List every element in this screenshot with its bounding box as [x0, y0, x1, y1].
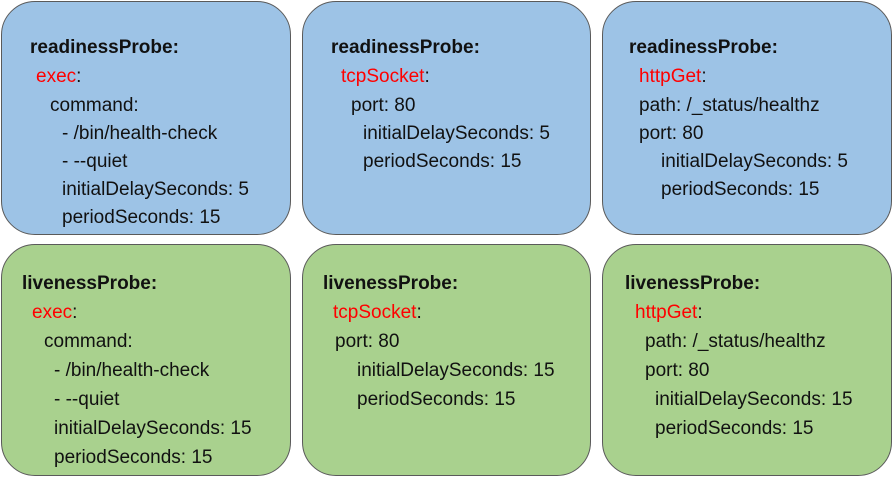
- probe-type: httpGet: [639, 66, 702, 87]
- probe-line: - --quiet: [62, 151, 128, 172]
- probe-line: path: /_status/healthz: [639, 95, 820, 116]
- probe-line: periodSeconds: 15: [363, 151, 522, 172]
- probe-header: readinessProbe:: [629, 37, 778, 58]
- probe-line: command:: [44, 331, 133, 352]
- probe-line: port: 80: [335, 331, 400, 352]
- probe-type: tcpSocket: [333, 302, 417, 323]
- probe-line: - /bin/health-check: [54, 360, 210, 381]
- probe-line: periodSeconds: 15: [661, 179, 820, 200]
- readiness-tcpsocket-card: readinessProbe: tcpSocket: port: 80 init…: [302, 1, 591, 235]
- probe-header: livenessProbe:: [625, 273, 761, 294]
- liveness-tcpsocket-card: livenessProbe: tcpSocket: port: 80 initi…: [302, 244, 591, 476]
- probe-type: httpGet: [635, 302, 698, 323]
- probe-line: initialDelaySeconds: 15: [357, 360, 555, 381]
- probe-line: port: 80: [645, 360, 710, 381]
- probe-line: port: 80: [639, 123, 704, 144]
- probe-line: initialDelaySeconds: 5: [363, 123, 550, 144]
- probe-line: periodSeconds: 15: [62, 207, 221, 228]
- probe-type-line: httpGet:: [639, 66, 707, 87]
- probe-line: initialDelaySeconds: 5: [62, 179, 249, 200]
- probe-type-line: exec:: [36, 66, 82, 87]
- probe-header: livenessProbe:: [22, 273, 158, 294]
- probe-line: command:: [50, 95, 139, 116]
- probe-line: port: 80: [351, 95, 416, 116]
- probe-line: initialDelaySeconds: 15: [655, 389, 853, 410]
- probe-type-line: httpGet:: [635, 302, 703, 323]
- probe-line: periodSeconds: 15: [655, 418, 814, 439]
- readiness-exec-card: readinessProbe: exec: command: - /bin/he…: [1, 1, 291, 235]
- probe-type: exec: [36, 66, 77, 87]
- readiness-httpget-card: readinessProbe: httpGet: path: /_status/…: [602, 1, 892, 235]
- probe-line: - --quiet: [54, 389, 120, 410]
- probe-type-line: tcpSocket:: [341, 66, 430, 87]
- probe-line: periodSeconds: 15: [54, 447, 213, 468]
- probe-header: readinessProbe:: [331, 37, 480, 58]
- probe-line: initialDelaySeconds: 15: [54, 418, 252, 439]
- probe-line: initialDelaySeconds: 5: [661, 151, 848, 172]
- probe-type: exec: [32, 302, 73, 323]
- liveness-httpget-card: livenessProbe: httpGet: path: /_status/h…: [602, 244, 892, 476]
- probe-line: path: /_status/healthz: [645, 331, 826, 352]
- probe-line: - /bin/health-check: [62, 123, 218, 144]
- probe-header: livenessProbe:: [323, 273, 459, 294]
- liveness-exec-card: livenessProbe: exec: command: - /bin/hea…: [1, 244, 291, 476]
- probe-type: tcpSocket: [341, 66, 425, 87]
- probe-header: readinessProbe:: [30, 37, 179, 58]
- probe-type-line: tcpSocket:: [333, 302, 422, 323]
- probe-type-line: exec:: [32, 302, 78, 323]
- probe-line: periodSeconds: 15: [357, 389, 516, 410]
